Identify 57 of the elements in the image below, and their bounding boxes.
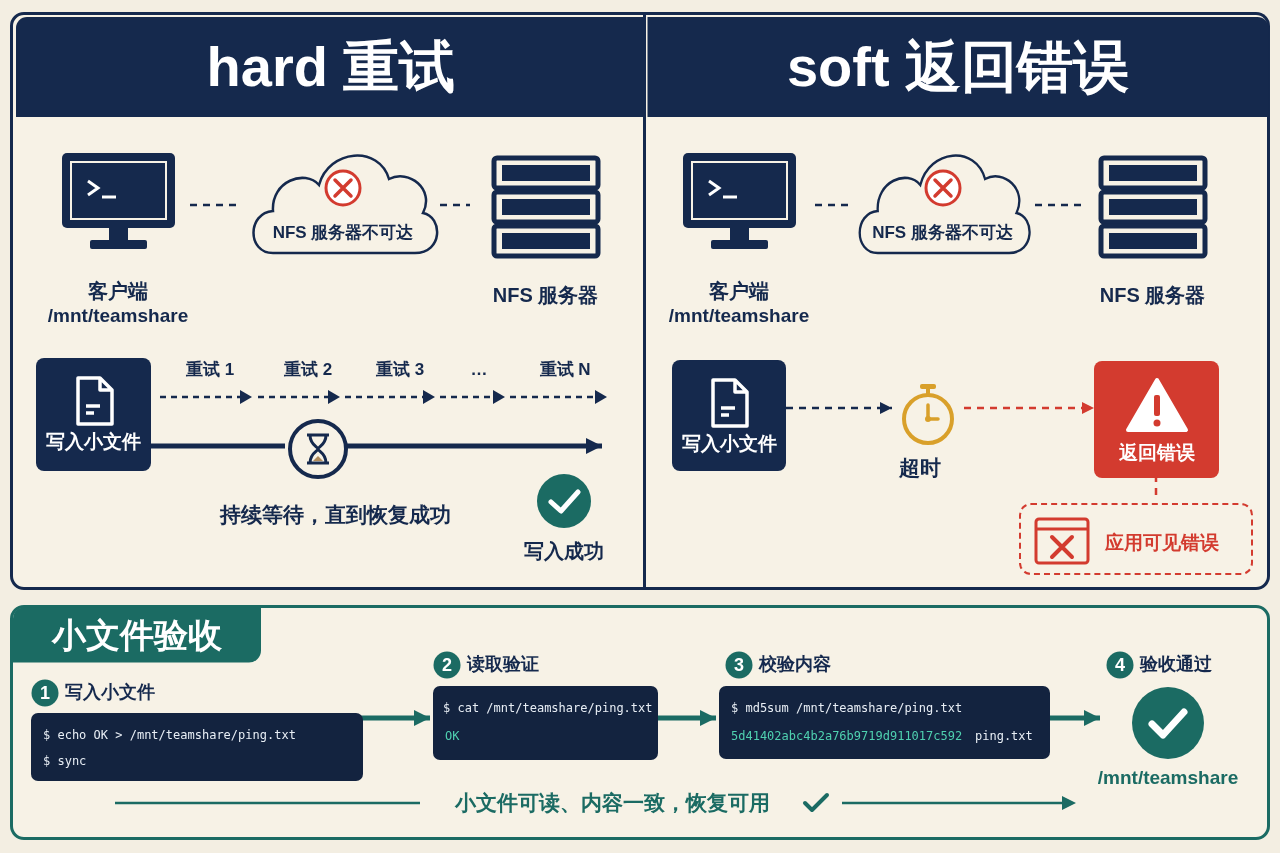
path-label: /mnt/teamshare [668,305,810,327]
status-label: 超时 [899,456,941,480]
error-notice-box [1019,503,1253,575]
panel [646,12,1270,590]
box-label: 写入小文件 [681,433,777,455]
step-heading: 读取验证 [467,655,539,675]
arrow [964,402,1094,414]
title-banner: hard 重试 [16,17,646,117]
title-banner: 小文件验收 [13,607,261,663]
hourglass-icon [288,419,348,479]
arrow [655,710,716,726]
cloud-label: NFS 服务器不可达 [272,223,414,243]
output-line: 5d41402abc4b2a76b9719d911017c592 [731,730,963,744]
arrow [1047,710,1100,726]
output-line: ping.txt [975,730,1033,744]
output-line: $ sync [43,755,87,769]
command-line: $ md5sum /mnt/teamshare/ping.txt [731,702,963,716]
retry-label: 重试 1 [185,360,235,380]
box-label: 返回错误 [1118,442,1195,464]
title-banner: soft 返回错误 [647,17,1269,117]
connector-line [440,203,470,207]
arrow [360,710,430,726]
summary-label: 小文件可读、内容一致，恢复可用 [454,791,770,815]
process-box [36,358,151,471]
device-label: 客户端 [709,280,769,302]
arrow [786,402,892,414]
box-label: 写入小文件 [46,431,141,453]
device-label: 客户端 [88,280,148,302]
step-number: 4 [1106,651,1134,679]
retry-label: 重试 3 [375,360,425,380]
device-label: NFS 服务器 [492,284,599,306]
arrow [345,438,602,454]
device-label: NFS 服务器 [1099,284,1206,306]
retry-label: 重试 2 [283,360,333,380]
wait-note: 持续等待，直到恢复成功 [219,503,451,527]
panel [10,12,646,590]
connector-line [815,203,850,207]
step-number: 3 [725,651,753,679]
connector-line [148,443,285,449]
output-line: OK [445,730,460,744]
panel [10,605,1270,840]
process-box [672,360,786,471]
cloud-label: NFS 服务器不可达 [872,223,1013,243]
step-number: 2 [433,651,461,679]
path-label: /mnt/teamshare [47,305,189,327]
retry-label: 重试 N [539,360,591,380]
notice-label: 应用可见错误 [1105,532,1219,554]
step-heading: 验收通过 [1140,655,1212,675]
step-number: 1 [31,679,59,707]
retry-label: … [470,360,488,380]
status-label: 写入成功 [524,540,604,562]
step-heading: 校验内容 [759,655,831,675]
error-box [1094,361,1219,478]
command-line: $ cat /mnt/teamshare/ping.txt [443,702,653,716]
path-label: /mnt/teamshare [1097,767,1239,789]
command-line: $ echo OK > /mnt/teamshare/ping.txt [43,729,296,743]
step-heading: 写入小文件 [65,683,155,703]
